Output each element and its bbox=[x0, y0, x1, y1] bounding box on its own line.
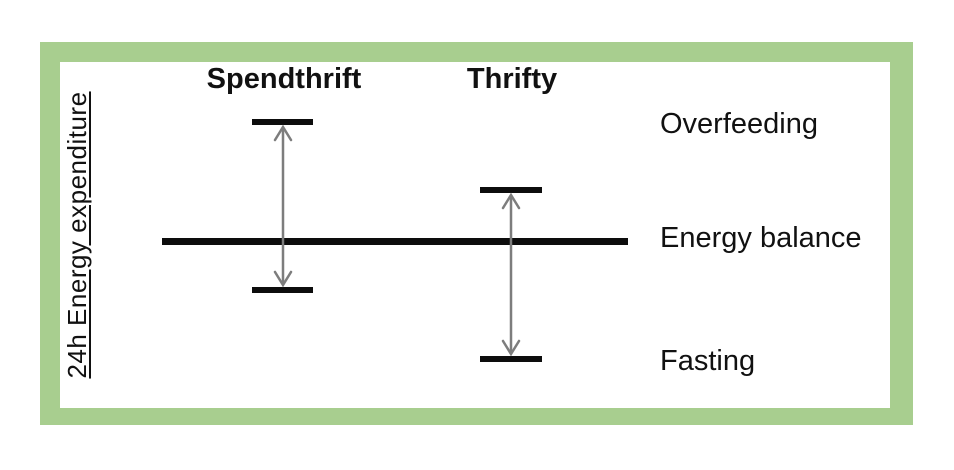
spendthrift-range-arrow bbox=[273, 124, 293, 288]
plot-area: 24h Energy expenditure Spendthrift Thrif… bbox=[60, 62, 890, 408]
thrifty-range-arrow bbox=[501, 192, 521, 357]
y-axis-label: 24h Energy expenditure bbox=[62, 91, 92, 379]
energy-balance-line bbox=[162, 238, 628, 245]
thrifty-fasting-tick bbox=[480, 356, 542, 362]
spendthrift-fasting-tick bbox=[252, 287, 313, 293]
spendthrift-overfeeding-tick bbox=[252, 119, 313, 125]
overfeeding-label: Overfeeding bbox=[660, 108, 818, 140]
thrifty-overfeeding-tick bbox=[480, 187, 542, 193]
energy-balance-label: Energy balance bbox=[660, 222, 862, 254]
column-title-thrifty: Thrifty bbox=[466, 63, 558, 95]
figure-frame: 24h Energy expenditure Spendthrift Thrif… bbox=[40, 42, 913, 425]
fasting-label: Fasting bbox=[660, 345, 756, 377]
column-title-spendthrift: Spendthrift bbox=[206, 63, 362, 95]
